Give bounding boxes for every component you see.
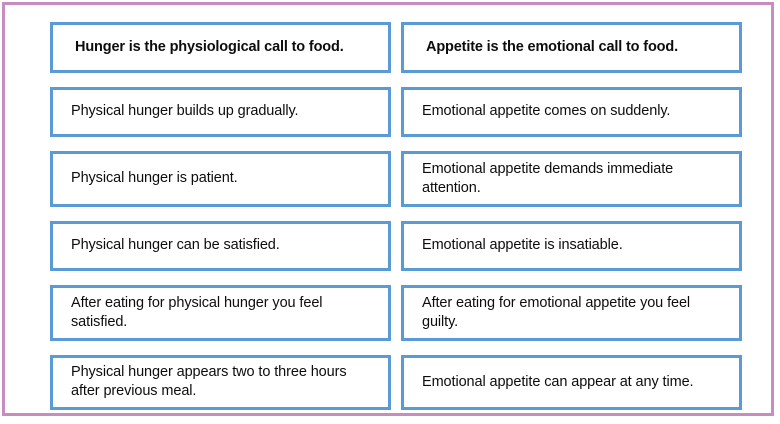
hunger-column-header-card: Hunger is the physiological call to food… — [50, 22, 391, 73]
hunger-column-header-text: Hunger is the physiological call to food… — [75, 38, 344, 55]
appetite-item-text-5: Emotional appetite can appear at any tim… — [422, 373, 694, 390]
hunger-item-text-5: Physical hunger appears two to three hou… — [71, 364, 347, 400]
hunger-item-card-1: Physical hunger builds up gradually. — [50, 86, 391, 138]
appetite-item-text-1: Emotional appetite comes on suddenly. — [422, 103, 671, 120]
hunger-item-card-5: Physical hunger appears two to three hou… — [50, 354, 391, 410]
appetite-item-card-5: Emotional appetite can appear at any tim… — [401, 354, 742, 410]
appetite-item-text-2: Emotional appetite demands immediate att… — [422, 160, 674, 196]
hunger-item-text-4: After eating for physical hunger you fee… — [71, 294, 323, 330]
hunger-item-card-3: Physical hunger can be satisfied. — [50, 220, 391, 272]
appetite-column-header-text: Appetite is the emotional call to food. — [426, 38, 678, 55]
outer-frame: Hunger is the physiological call to food… — [2, 2, 774, 416]
hunger-item-text-2: Physical hunger is patient. — [71, 170, 238, 187]
appetite-item-card-2: Emotional appetite demands immediate att… — [401, 151, 742, 207]
appetite-item-text-4: After eating for emotional appetite you … — [422, 294, 691, 330]
comparison-grid: Hunger is the physiological call to food… — [50, 22, 742, 410]
appetite-item-card-1: Emotional appetite comes on suddenly. — [401, 86, 742, 138]
appetite-item-card-4: After eating for emotional appetite you … — [401, 285, 742, 341]
appetite-column-header-card: Appetite is the emotional call to food. — [401, 22, 742, 73]
hunger-item-card-2: Physical hunger is patient. — [50, 151, 391, 207]
hunger-item-text-3: Physical hunger can be satisfied. — [71, 237, 280, 254]
appetite-column: Appetite is the emotional call to food. … — [401, 22, 742, 410]
hunger-item-text-1: Physical hunger builds up gradually. — [71, 103, 299, 120]
appetite-item-text-3: Emotional appetite is insatiable. — [422, 237, 623, 254]
hunger-column: Hunger is the physiological call to food… — [50, 22, 391, 410]
hunger-item-card-4: After eating for physical hunger you fee… — [50, 285, 391, 341]
appetite-item-card-3: Emotional appetite is insatiable. — [401, 220, 742, 272]
